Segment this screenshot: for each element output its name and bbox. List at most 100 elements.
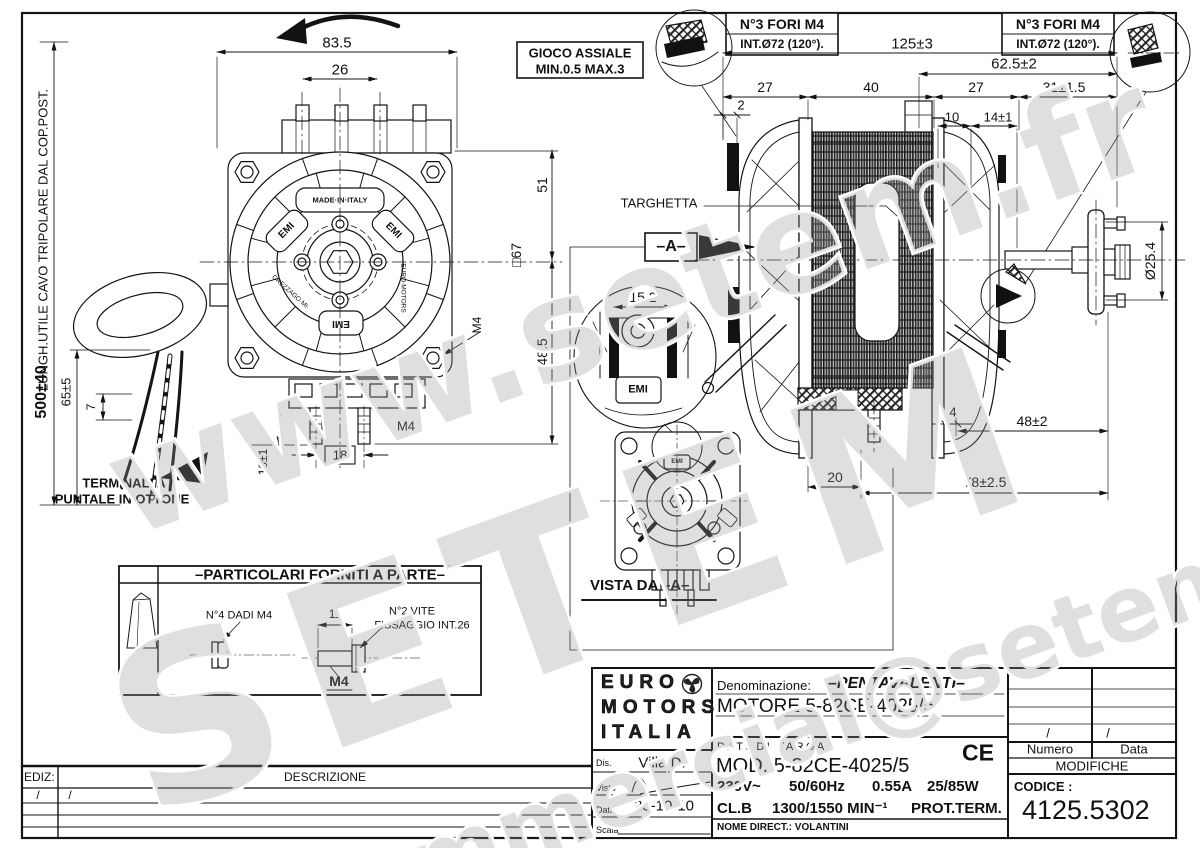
dim-2: 2	[737, 97, 745, 113]
signature	[631, 778, 711, 795]
denominazione-value: –PENTAVALENTI–	[828, 675, 965, 692]
dim-14-1: 14±1	[983, 109, 1013, 125]
dati-targa-label: DATI DI TARGA	[717, 741, 827, 753]
parts-dim-11: 11	[328, 607, 342, 621]
dim-square-67: □67	[508, 242, 524, 268]
parts-supplied-box	[118, 565, 482, 696]
nome-direct: NOME DIRECT.: VOLANTINI	[717, 822, 849, 833]
dim-7: 7	[84, 403, 98, 411]
rev-slash-2: /	[68, 788, 72, 802]
numero-slash: /	[1046, 725, 1050, 741]
side-view	[701, 100, 1131, 459]
dim-10: 10	[944, 109, 960, 125]
dim-cable-length: 500±40	[33, 365, 50, 419]
dim-15-2: 15.2	[629, 289, 657, 305]
dim-shaft-dia: Ø25.4	[1142, 241, 1158, 281]
fan-icon	[681, 673, 703, 695]
denominazione-label: Denominazione:	[717, 678, 811, 693]
spec-class: CL.B	[717, 800, 752, 817]
cable-and-terminals	[72, 271, 229, 501]
mod-value: MOD. 5-82CE-4025/5	[716, 755, 910, 777]
ce-mark: CE	[962, 739, 994, 766]
dim-27-a: 27	[757, 79, 773, 95]
section-a-label: –A–	[656, 238, 686, 255]
data-value: 28-10-10	[633, 797, 695, 815]
dim-62-5: 62.5±2	[991, 55, 1037, 73]
dim-48-2: 48±2	[1016, 413, 1048, 429]
dim-4: 4	[949, 404, 957, 420]
visto-label: Visto	[596, 783, 616, 793]
plaque-emi-bottom: EMI	[332, 318, 350, 329]
spec-prot: PROT.TERM.	[911, 800, 1002, 817]
data-col-header: Data	[1120, 741, 1148, 757]
dim-31-1-5: 31±1.5	[1042, 79, 1086, 95]
dim-48-5: 48.5	[534, 338, 550, 366]
dim-26: 26	[331, 61, 349, 79]
terminals-note-1: TERMINALI A	[82, 475, 166, 491]
centerlines	[199, 87, 1186, 471]
motore-model: MOTORE 5-82CE-4025/5	[717, 696, 935, 717]
detail-emi: EMI	[628, 383, 648, 396]
vista-rear-view	[581, 421, 753, 619]
modifiche-header: MODIFICHE	[1055, 758, 1129, 774]
spec-freq: 50/60Hz	[789, 778, 845, 795]
front-view-dimensions	[39, 41, 559, 506]
dim-125-3: 125±3	[891, 35, 933, 53]
logo-motors: MOTORS	[601, 697, 721, 718]
parts-m4: M4	[329, 673, 349, 689]
dim-18: 18	[332, 447, 348, 463]
parts-vite-2: FISSAGGIO INT.26	[374, 619, 470, 632]
fori-note-right-1: N°3 FORI M4	[1015, 16, 1101, 32]
title-block-lines	[591, 667, 1177, 839]
spec-volt: 230V~	[717, 778, 761, 795]
logo-euro: EURO	[601, 672, 680, 693]
dis-value: Villa D.	[638, 754, 686, 772]
vista-emi: EMI	[671, 457, 683, 465]
dim-10-1: 10±1	[256, 448, 270, 476]
terminals-note-2: PUNTALE IN OTTONE	[54, 491, 190, 507]
data-slash: /	[1106, 725, 1110, 741]
descrizione-header: DESCRIZIONE	[283, 770, 367, 784]
detail-circle-bearing	[655, 9, 737, 137]
scala-label: Scala	[596, 825, 619, 835]
plaque-made-in-italy: MADE·IN·ITALY	[312, 195, 368, 205]
rev-slash-1: /	[36, 788, 40, 802]
dim-27-b: 27	[968, 79, 984, 95]
dim-51: 51	[534, 177, 550, 193]
vista-caption: VISTA DA –A–	[590, 577, 690, 594]
spec-watt: 25/85W	[927, 778, 979, 795]
logo-italia: ITALIA	[601, 722, 697, 743]
data-label: Data	[596, 805, 616, 815]
dim-83-5: 83.5	[322, 34, 352, 52]
parts-nuts-label: N°4 DADI M4	[205, 609, 273, 622]
cable-note: LUNGH.UTILE CAVO TRIPOLARE DAL COP.POST.	[35, 88, 51, 392]
gioco-assiale-2: MIN.0.5 MAX.3	[535, 61, 625, 77]
side-view-dimensions	[703, 50, 1169, 501]
dis-label: Dis.	[596, 758, 612, 768]
dim-20: 20	[827, 469, 843, 485]
spec-rpm: 1300/1550 MIN⁻¹	[772, 800, 888, 817]
dim-78-2-5: 78±2.5	[963, 474, 1007, 490]
numero-header: Numero	[1026, 741, 1074, 757]
codice-value: 4125.5302	[1022, 795, 1150, 825]
ediz-label: EDIZ:	[24, 770, 55, 784]
detail-circle-15-2	[573, 285, 717, 439]
revisions-table-lines	[20, 764, 594, 839]
fori-note-left-2: INT.Ø72 (120°).	[740, 37, 824, 51]
dim-40: 40	[863, 79, 879, 95]
callout-boxes	[516, 12, 1115, 79]
parts-vite-1: N°2 VITE	[389, 605, 435, 618]
gioco-assiale-1: GIOCO ASSIALE	[528, 45, 632, 61]
section-a-marker	[569, 232, 894, 651]
spec-amp: 0.55A	[872, 778, 913, 795]
fori-note-left-1: N°3 FORI M4	[739, 16, 825, 32]
dim-65-5: 65±5	[58, 377, 74, 407]
targhetta-label: TARGHETTA	[620, 195, 698, 211]
dim-m4-stud: M4	[396, 418, 416, 434]
arc-euro-motors: EURO·MOTORS	[399, 263, 407, 313]
dim-m4-face: M4	[470, 316, 484, 334]
codice-label: CODICE :	[1014, 779, 1073, 794]
parts-box-title: –PARTICOLARI FORNITI A PARTE–	[194, 566, 446, 584]
